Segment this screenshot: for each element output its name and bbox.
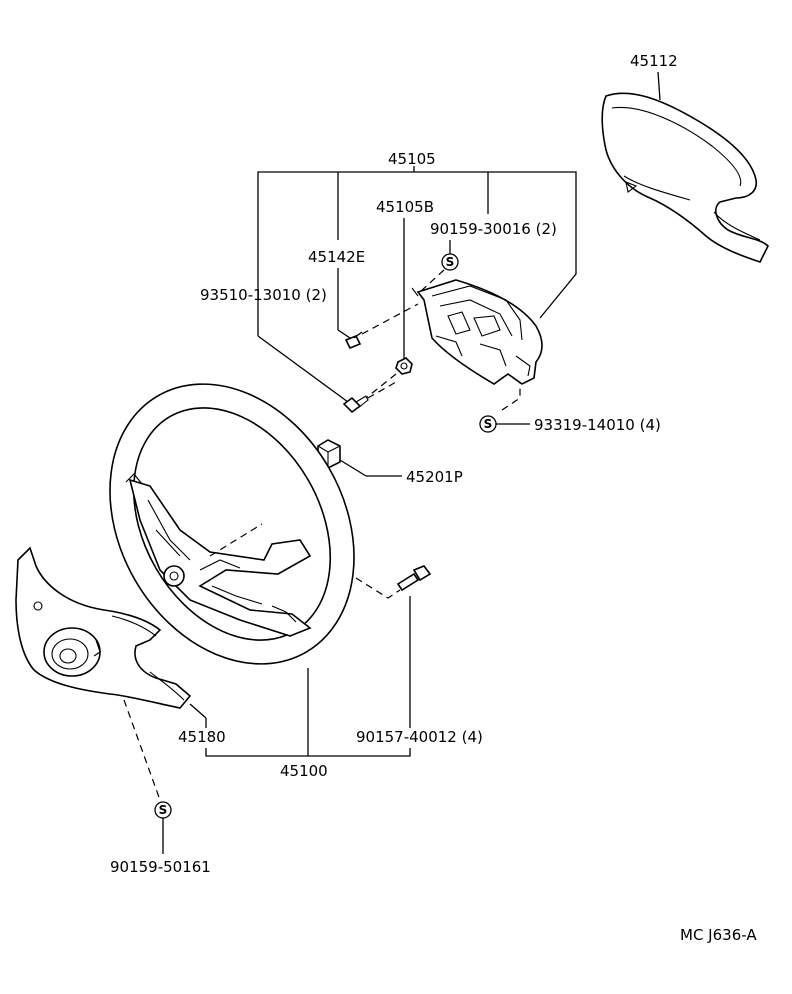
screw-45142e xyxy=(344,331,363,350)
nut-45105b xyxy=(395,357,413,375)
dash-45142e xyxy=(361,303,419,335)
part-45100-steering-wheel xyxy=(109,383,355,665)
part-45112-horn-pad xyxy=(601,92,769,263)
leader-45112 xyxy=(657,71,661,101)
label-90157: 90157-40012 (4) xyxy=(356,728,483,746)
leader-45180 xyxy=(189,703,207,719)
bracket-45100 xyxy=(205,748,411,757)
dash-93510 xyxy=(367,381,397,399)
label-45201p: 45201P xyxy=(406,468,463,486)
part-45105-spoke-cover xyxy=(411,279,543,385)
bracket-45105 xyxy=(257,171,577,336)
drawing-code: MC J636-A xyxy=(680,926,757,944)
dash-wheel-center xyxy=(209,523,263,557)
dash-90157 xyxy=(355,577,401,599)
label-45105: 45105 xyxy=(388,150,436,168)
dash-90159-50161 xyxy=(123,699,161,801)
label-90159-50161: 90159-50161 xyxy=(110,858,211,876)
label-45100: 45100 xyxy=(280,762,328,780)
label-45112: 45112 xyxy=(630,52,678,70)
leader-93510 xyxy=(257,335,349,403)
symbol-s-3: S xyxy=(154,801,172,819)
label-93510: 93510-13010 (2) xyxy=(200,286,327,304)
bolt-90157 xyxy=(396,565,432,592)
symbol-s-3-text: S xyxy=(159,803,168,817)
leader-45201p xyxy=(339,459,367,477)
dash-93319 xyxy=(501,382,521,411)
label-93319: 93319-14010 (4) xyxy=(534,416,661,434)
bolt-93510 xyxy=(342,395,369,414)
symbol-s-2: S xyxy=(479,415,497,433)
dash-90159-30016 xyxy=(419,269,445,293)
part-45180-lower-cover xyxy=(15,546,192,709)
label-45142e: 45142E xyxy=(308,248,365,266)
label-45180: 45180 xyxy=(178,728,226,746)
label-45105b: 45105B xyxy=(376,198,434,216)
dash-45105b xyxy=(365,373,397,399)
symbol-s-1: S xyxy=(441,253,459,271)
symbol-s-1-text: S xyxy=(446,255,455,269)
label-90159-30016: 90159-30016 (2) xyxy=(430,220,557,238)
leader-45142e-tip xyxy=(337,329,351,339)
symbol-s-2-text: S xyxy=(484,417,493,431)
